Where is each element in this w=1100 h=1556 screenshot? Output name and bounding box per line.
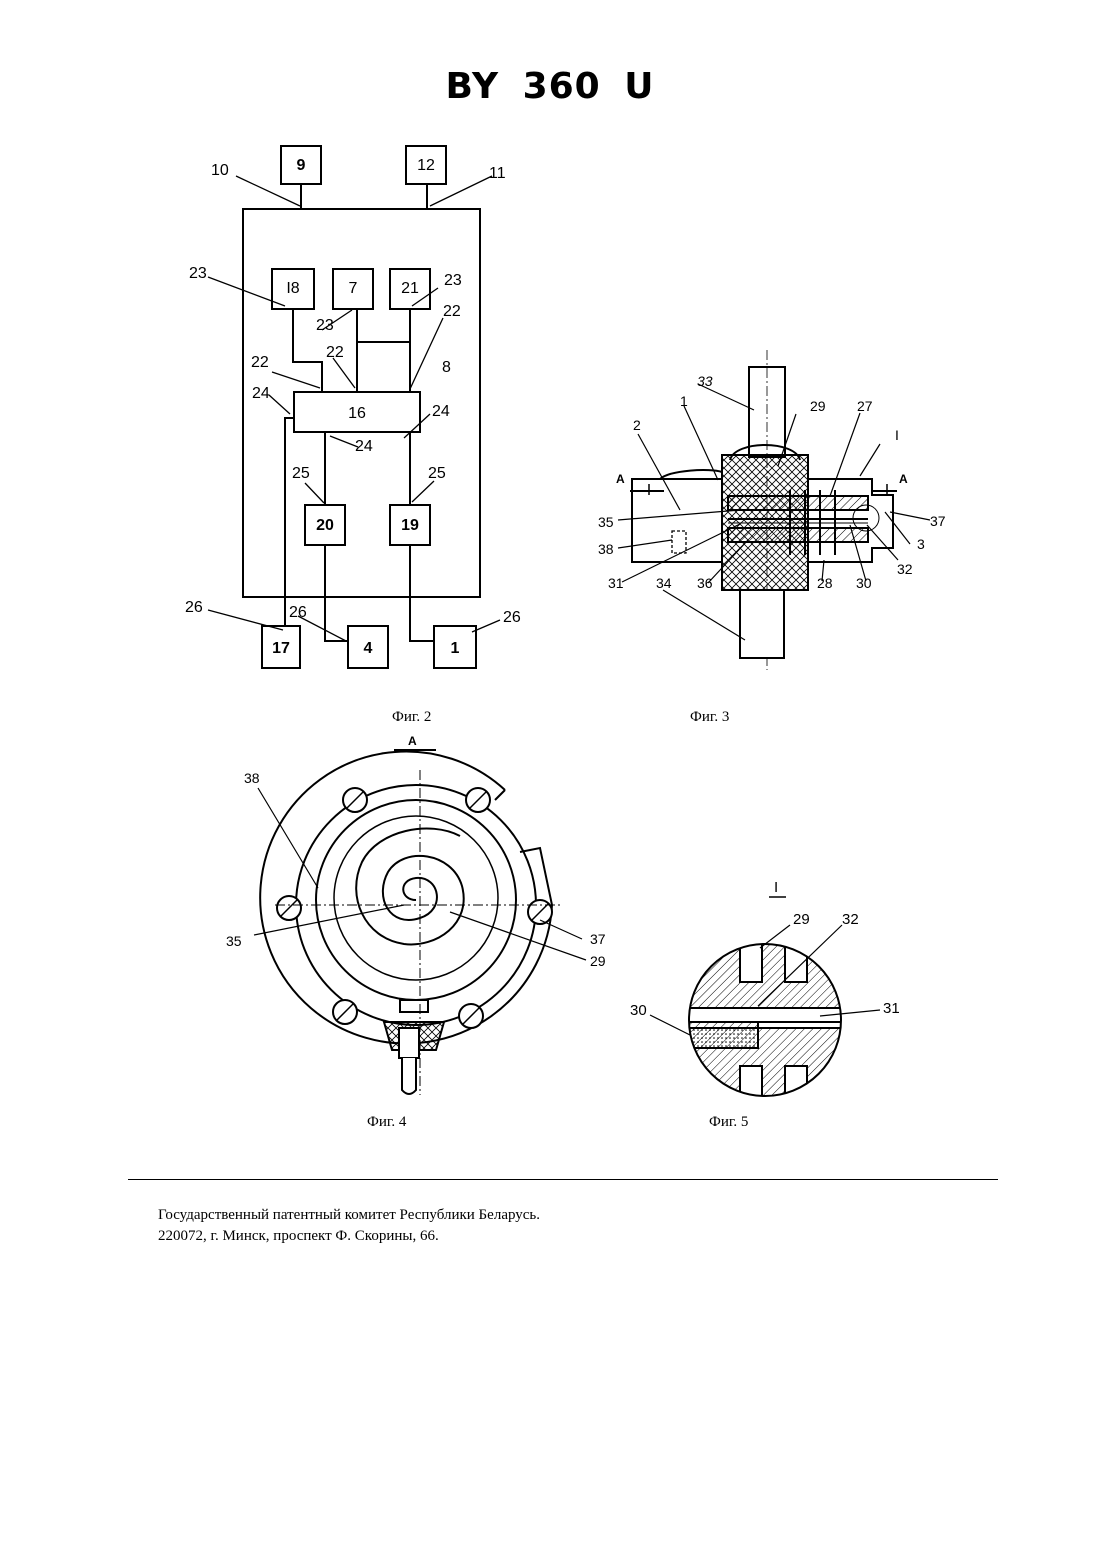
fig2-box-1	[434, 626, 476, 668]
fig3-label-37: 37	[930, 513, 946, 529]
fig2-box-19-label: 19	[401, 517, 419, 534]
fig3-caption: Фиг. 3	[690, 709, 729, 726]
fig3-label-29: 29	[810, 398, 826, 414]
fig2-label-8: 8	[442, 359, 451, 376]
fig3-label-27: 27	[857, 398, 873, 414]
fig5-label-I: I	[774, 879, 778, 896]
fig3-label-34: 34	[656, 575, 672, 591]
fig2-box-7	[333, 269, 373, 309]
fig2-label-22c: 22	[443, 303, 461, 320]
fig2-label-23b: 23	[316, 317, 334, 334]
fig3-label-36: 36	[697, 575, 713, 591]
fig5-label-30: 30	[630, 1002, 647, 1019]
fig4-label-A: A	[408, 734, 417, 748]
fig2-label-23a: 23	[189, 265, 207, 282]
fig2-caption: Фиг. 2	[392, 709, 431, 726]
fig2-label-24b: 24	[432, 403, 450, 420]
fig3-label-1: 1	[680, 393, 688, 409]
fig3-label-32: 32	[897, 561, 913, 577]
fig2-frame	[243, 209, 480, 597]
fig2-box-7-label: 7	[349, 280, 358, 297]
fig2-label-24a: 24	[252, 385, 270, 402]
fig2-label-26c: 26	[503, 609, 521, 626]
fig4-label-37: 37	[590, 931, 606, 947]
fig3-label-30: 30	[856, 575, 872, 591]
fig2-box-4	[348, 626, 388, 668]
fig2-box-17-label: 17	[272, 640, 290, 657]
fig3-label-33: 33	[697, 373, 713, 389]
fig4-label-29: 29	[590, 953, 606, 969]
fig5-label-31: 31	[883, 1000, 900, 1017]
fig2-box-19	[390, 505, 430, 545]
fig4-caption: Фиг. 4	[367, 1114, 406, 1131]
fig2-box-18-label: I8	[286, 280, 299, 297]
fig5-label-29: 29	[793, 911, 810, 928]
page-title: BY 360 U	[0, 66, 1100, 107]
fig2-label-22b: 22	[326, 344, 344, 361]
fig3-label-A-left: A	[616, 472, 625, 486]
fig2-box-20-label: 20	[316, 517, 334, 534]
fig2-label-22a: 22	[251, 354, 269, 371]
fig3-label-2: 2	[633, 417, 641, 433]
footer-divider	[128, 1179, 998, 1180]
fig2-box-1-label: 1	[451, 640, 460, 657]
fig2-label-23c: 23	[444, 272, 462, 289]
fig4-label-38: 38	[244, 770, 260, 786]
fig3-label-38: 38	[598, 541, 614, 557]
fig2-box-21	[390, 269, 430, 309]
fig2-box-16-label: 16	[348, 405, 366, 422]
fig3-label-28: 28	[817, 575, 833, 591]
fig2-box-20	[305, 505, 345, 545]
fig2-label-10: 10	[211, 162, 229, 179]
fig3-label-31: 31	[608, 575, 624, 591]
fig2-box-12-label: 12	[417, 157, 435, 174]
fig2-label-26b: 26	[289, 604, 307, 621]
fig2-box-21-label: 21	[401, 280, 419, 297]
fig2-label-25b: 25	[428, 465, 446, 482]
fig2-box-18	[272, 269, 314, 309]
fig2-box-4-label: 4	[364, 640, 373, 657]
fig2-box-17	[262, 626, 300, 668]
fig2-box-12	[406, 146, 446, 184]
fig3-label-35: 35	[598, 514, 614, 530]
fig2-box-16	[294, 392, 420, 432]
footer-line-1: Государственный патентный комитет Респуб…	[158, 1207, 540, 1224]
fig3-label-I: I	[895, 427, 899, 443]
fig2-label-26a: 26	[185, 599, 203, 616]
fig3-label-A-right: A	[899, 472, 908, 486]
fig2-label-24c: 24	[355, 438, 373, 455]
fig5-caption: Фиг. 5	[709, 1114, 748, 1131]
footer-line-2: 220072, г. Минск, проспект Ф. Скорины, 6…	[158, 1228, 439, 1245]
fig2-box-9	[281, 146, 321, 184]
fig3-label-3: 3	[917, 536, 925, 552]
fig2-label-11: 11	[489, 165, 506, 182]
fig4-label-35: 35	[226, 933, 242, 949]
fig5-label-32: 32	[842, 911, 859, 928]
fig2-box-9-label: 9	[297, 157, 306, 174]
fig2-label-25a: 25	[292, 465, 310, 482]
